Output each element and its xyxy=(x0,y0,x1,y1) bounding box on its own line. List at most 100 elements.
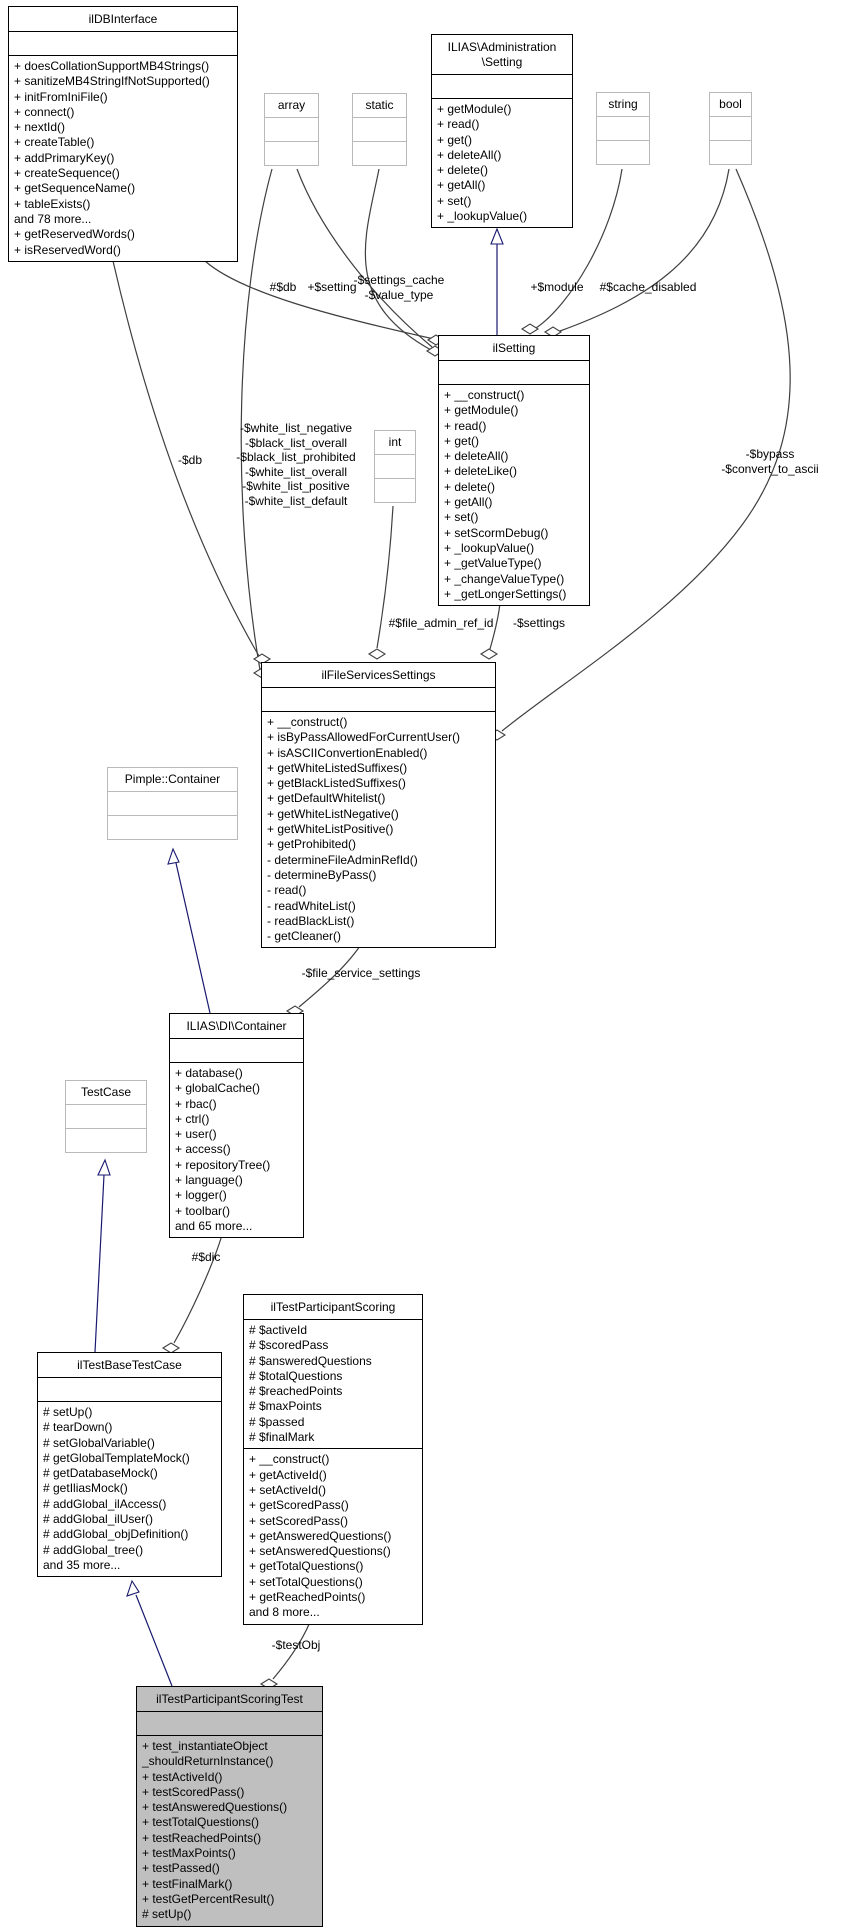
empty-compartment xyxy=(108,791,237,815)
class-box-ildbinterface[interactable]: ilDBInterface + doesCollationSupportMB4S… xyxy=(8,6,238,262)
class-attributes xyxy=(262,687,495,711)
edge-label-setting: +$setting xyxy=(307,280,357,294)
empty-compartment xyxy=(375,478,415,502)
member-line: + delete() xyxy=(437,163,489,178)
member-line: + getAnsweredQuestions() xyxy=(249,1528,392,1543)
type-box-testcase: TestCase xyxy=(65,1080,147,1153)
edge-label-cache-disabled: #$cache_disabled xyxy=(599,280,697,294)
type-box-pimple-container: Pimple::Container xyxy=(107,767,238,840)
member-line: + getActiveId() xyxy=(249,1467,327,1482)
member-line: - determineFileAdminRefId() xyxy=(267,852,418,867)
empty-compartment xyxy=(265,117,318,141)
class-box-ilfileservicessettings[interactable]: ilFileServicesSettings + __construct()+ … xyxy=(261,662,496,949)
empty-compartment xyxy=(597,116,649,140)
class-box-ilsetting[interactable]: ilSetting + __construct()+ getModule()+ … xyxy=(438,335,590,607)
class-attributes xyxy=(432,74,572,98)
member-line: + deleteAll() xyxy=(437,147,502,162)
member-line: + setTotalQuestions() xyxy=(249,1574,363,1589)
class-box-ilias-di-container[interactable]: ILIAS\DI\Container + database()+ globalC… xyxy=(169,1013,304,1239)
type-box-string: string xyxy=(596,92,650,165)
class-attributes xyxy=(170,1038,303,1062)
member-line: + get() xyxy=(444,433,480,448)
edge-string-ilsetting xyxy=(535,168,623,329)
class-attributes xyxy=(137,1711,322,1735)
member-line: + _lookupValue() xyxy=(444,540,535,555)
class-title: ilSetting xyxy=(492,341,536,355)
member-line: + getModule() xyxy=(444,403,519,418)
member-line: + user() xyxy=(175,1127,217,1142)
member-line: + __construct() xyxy=(267,715,348,729)
class-methods: # setUp()# tearDown()# setGlobalVariable… xyxy=(38,1401,221,1576)
member-line: # setGlobalVariable() xyxy=(43,1435,155,1450)
empty-compartment xyxy=(710,116,751,140)
member-line: + addPrimaryKey() xyxy=(14,150,115,165)
member-line: # addGlobal_tree() xyxy=(43,1542,144,1557)
member-line: # $totalQuestions xyxy=(249,1368,343,1383)
member-line: # $reachedPoints xyxy=(249,1384,343,1399)
member-line: and 35 more... xyxy=(43,1557,121,1572)
empty-compartment xyxy=(66,1104,146,1128)
member-line: + ctrl() xyxy=(175,1111,210,1126)
class-box-iltestbasetestcase[interactable]: ilTestBaseTestCase # setUp()# tearDown()… xyxy=(37,1352,222,1578)
member-line: + getWhiteListNegative() xyxy=(267,806,399,821)
member-line: + getSequenceName() xyxy=(14,181,136,196)
member-line: # setUp() xyxy=(43,1405,93,1419)
class-attributes xyxy=(38,1377,221,1401)
class-title: ilTestParticipantScoringTest xyxy=(156,1692,303,1706)
edge-label-db-private: -$db xyxy=(177,453,203,467)
member-line: + getAll() xyxy=(444,495,493,510)
empty-compartment xyxy=(265,141,318,165)
member-line: + __construct() xyxy=(444,388,525,402)
class-attributes xyxy=(439,360,589,384)
member-line: # $scoredPass xyxy=(249,1338,329,1353)
member-line: + set() xyxy=(444,510,479,525)
member-line: + getWhiteListedSuffixes() xyxy=(267,760,408,775)
edge-label-testobj: -$testObj xyxy=(271,1638,321,1652)
member-line: # $answeredQuestions xyxy=(249,1353,372,1368)
class-box-ilias-administration-setting[interactable]: ILIAS\Administration \Setting + getModul… xyxy=(431,34,573,229)
type-box-bool: bool xyxy=(709,92,752,165)
empty-compartment xyxy=(66,1128,146,1152)
member-line: + getTotalQuestions() xyxy=(249,1559,364,1574)
type-title: TestCase xyxy=(80,1085,132,1099)
member-line: - readBlackList() xyxy=(267,913,355,928)
member-line: + testFinalMark() xyxy=(142,1876,233,1891)
edge-ilsetting-filesettings xyxy=(489,602,501,650)
member-line: + testGetPercentResult() xyxy=(142,1891,275,1906)
member-line: + database() xyxy=(175,1066,243,1080)
class-methods: + __construct()+ getModule()+ read()+ ge… xyxy=(439,384,589,605)
class-box-iltestparticipantscoring[interactable]: ilTestParticipantScoring # $activeId# $s… xyxy=(243,1294,423,1625)
member-line: and 65 more... xyxy=(175,1218,253,1233)
member-line: + logger() xyxy=(175,1188,227,1203)
aggregation-edges xyxy=(112,168,791,1680)
member-line: + getWhiteListPositive() xyxy=(267,822,394,837)
member-line: + setScoredPass() xyxy=(249,1513,349,1528)
member-line: + isASCIIConvertionEnabled() xyxy=(267,745,428,760)
edge-dicontainer-pimple xyxy=(175,862,211,1014)
member-line: + getBlackListedSuffixes() xyxy=(267,776,406,791)
edge-int-filesettings xyxy=(376,505,394,649)
member-line: + deleteLike() xyxy=(444,464,518,479)
member-line: + _getLongerSettings() xyxy=(444,586,567,601)
member-line: - determineByPass() xyxy=(267,867,377,882)
class-attributes xyxy=(9,31,237,55)
member-line: # addGlobal_ilAccess() xyxy=(43,1496,167,1511)
class-attributes: # $activeId# $scoredPass# $answeredQuest… xyxy=(244,1319,422,1448)
member-line: # setUp() xyxy=(142,1907,192,1922)
edge-label-db-protected: #$db xyxy=(269,280,297,294)
class-box-iltestparticipantscoringtest-current: ilTestParticipantScoringTest + test_inst… xyxy=(136,1686,323,1927)
member-line: + setAnsweredQuestions() xyxy=(249,1544,391,1559)
edge-ildbinterface-filesettings xyxy=(112,260,260,657)
class-methods: + doesCollationSupportMB4Strings()+ sani… xyxy=(9,55,237,261)
edge-filesettings-dicontainer xyxy=(298,945,361,1008)
member-line: + _lookupValue() xyxy=(437,209,528,224)
type-title: array xyxy=(277,98,306,112)
member-line: + get() xyxy=(437,132,473,147)
type-box-static: static xyxy=(352,93,407,166)
member-line: + createSequence() xyxy=(14,166,120,181)
member-line: # $passed xyxy=(249,1414,305,1429)
class-title: ilTestBaseTestCase xyxy=(77,1358,182,1372)
member-line: - readWhiteList() xyxy=(267,898,356,913)
edge-label-settings-cache: -$settings_cache -$value_type xyxy=(353,273,445,302)
